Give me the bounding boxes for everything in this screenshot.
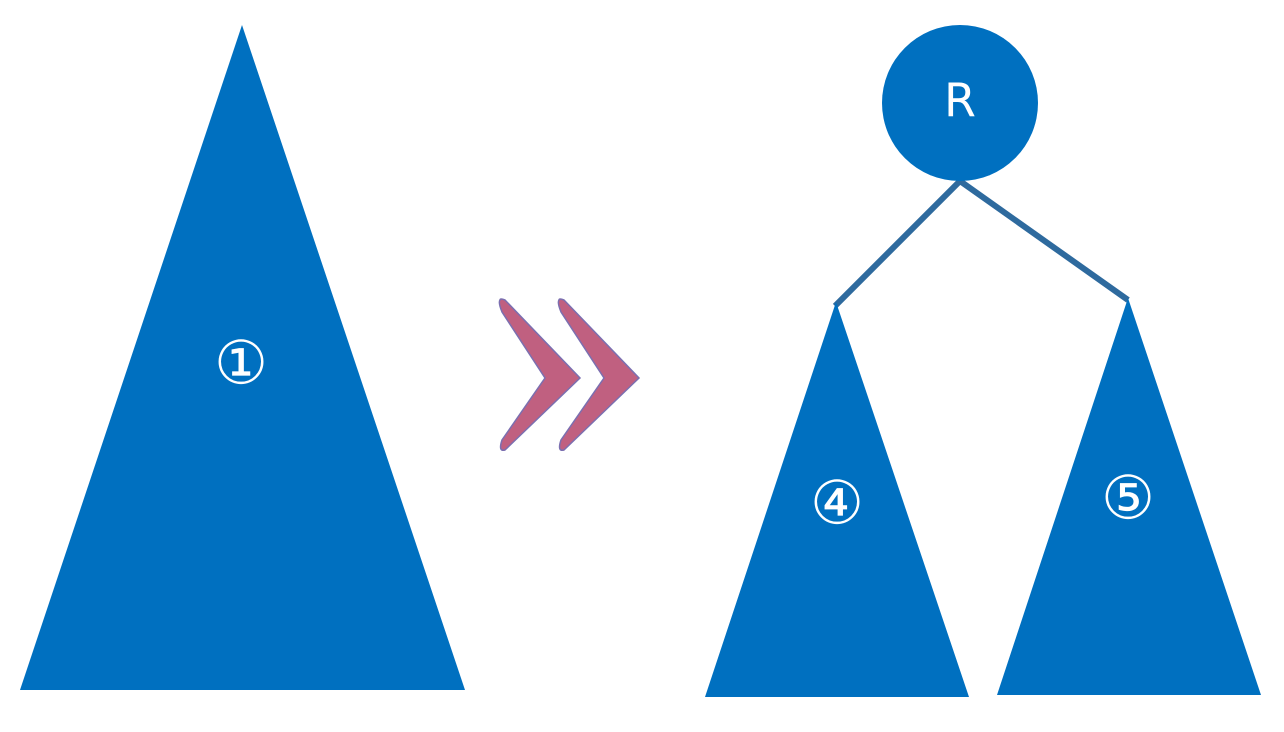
chevron-2 xyxy=(557,298,641,452)
root-node-label: R xyxy=(944,74,976,128)
original-tree-triangle xyxy=(20,25,465,690)
right-subtree-triangle xyxy=(997,298,1261,695)
original-tree-label: ① xyxy=(214,329,268,399)
double-chevron-right-icon xyxy=(498,298,641,452)
edge-root-left xyxy=(832,178,963,309)
original-tree: ① xyxy=(20,25,465,690)
chevron-1 xyxy=(498,298,582,452)
right-subtree-label: ⑤ xyxy=(1101,464,1155,534)
root-node xyxy=(882,25,1038,181)
left-subtree-label: ④ xyxy=(810,469,864,539)
split-tree: R ④ ⑤ xyxy=(705,25,1261,697)
left-subtree-triangle xyxy=(705,302,969,697)
edge-root-right xyxy=(958,178,1130,303)
